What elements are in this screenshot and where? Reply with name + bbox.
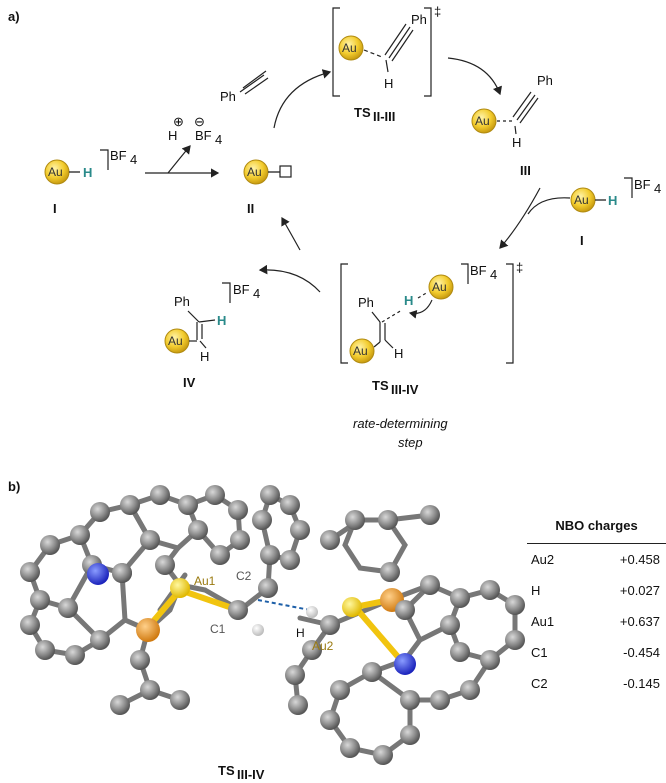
svg-text:H: H	[168, 128, 177, 143]
label-III: III	[520, 163, 531, 178]
svg-text:BF: BF	[195, 128, 212, 143]
svg-text:TS: TS	[372, 378, 389, 393]
ts-III-IV: ‡ Ph H Au BF 4 Au H TS III-IV rate-deter…	[340, 260, 523, 450]
svg-text:H: H	[404, 293, 413, 308]
svg-text:H: H	[200, 349, 209, 364]
atom-label-au2: Au2	[312, 639, 334, 653]
svg-text:TS: TS	[354, 105, 371, 120]
complex-I-left: Au H BF 4 I	[44, 148, 137, 216]
phenylacetylene: Ph	[220, 70, 269, 104]
label-I-right: I	[580, 233, 584, 248]
svg-text:Ph: Ph	[220, 89, 236, 104]
complex-II: Au II	[243, 159, 292, 216]
svg-text:‡: ‡	[516, 260, 523, 275]
label-IV: IV	[183, 375, 196, 390]
label-I-left: I	[53, 201, 57, 216]
svg-text:Ph: Ph	[537, 73, 553, 88]
table-row: Au2+0.458	[531, 552, 660, 567]
svg-text:BF: BF	[634, 177, 651, 192]
svg-text:Ph: Ph	[411, 12, 427, 27]
nbo-charges-table: NBO charges Au2+0.458 H+0.027 Au1+0.637 …	[527, 510, 666, 699]
svg-text:Au: Au	[432, 280, 447, 294]
atom-label-c2: C2	[236, 569, 252, 583]
svg-text:Ph: Ph	[358, 295, 374, 310]
rds-line1: rate-determining	[353, 416, 448, 431]
svg-text:Au: Au	[48, 165, 63, 179]
svg-text:Ph: Ph	[174, 294, 190, 309]
svg-text:4: 4	[215, 132, 222, 147]
svg-text:H: H	[512, 135, 521, 150]
arrow-I-joining	[527, 197, 571, 215]
svg-text:BF: BF	[110, 148, 127, 163]
svg-text:Au: Au	[168, 334, 183, 348]
svg-text:4: 4	[654, 181, 661, 196]
label-II: II	[247, 201, 254, 216]
svg-text:H: H	[384, 76, 393, 91]
arrow-TS1-to-III	[447, 57, 502, 96]
panel-a-label: a)	[8, 9, 20, 24]
table-row: C2-0.145	[531, 676, 660, 691]
svg-text:H: H	[83, 165, 92, 180]
caption-ts-sub: III-IV	[237, 767, 265, 782]
hbf4-byproduct: ⊕ ⊖ H BF 4	[168, 114, 222, 147]
svg-text:⊕: ⊕	[173, 114, 184, 129]
svg-text:Au: Au	[342, 41, 357, 55]
svg-text:4: 4	[253, 286, 260, 301]
arrow-TS2-to-IV	[258, 264, 321, 293]
svg-text:H: H	[394, 346, 403, 361]
svg-text:BF: BF	[233, 282, 250, 297]
svg-text:Au: Au	[574, 193, 589, 207]
table-row: C1-0.454	[531, 645, 660, 660]
svg-text:BF: BF	[470, 263, 487, 278]
svg-text:⊖: ⊖	[194, 114, 205, 129]
complex-III: Au H Ph III	[471, 73, 553, 178]
ts-II-III: ‡ Au H Ph TS II-III	[332, 4, 441, 124]
atom-label-c1: C1	[210, 622, 226, 636]
svg-text:II-III: II-III	[373, 109, 395, 124]
svg-text:Au: Au	[353, 344, 368, 358]
arrow-release-HBF4	[167, 145, 191, 174]
svg-text:H: H	[608, 193, 617, 208]
atom-label-h: H	[296, 626, 305, 640]
svg-text:4: 4	[490, 267, 497, 282]
svg-text:4: 4	[130, 152, 137, 167]
nbo-table-title: NBO charges	[527, 510, 666, 544]
arrow-to-II	[281, 216, 301, 251]
complex-I-right: Au H BF 4 I	[570, 177, 661, 248]
molecular-structure: Au1 C2 C1 H Au2	[20, 485, 525, 765]
complex-IV: Ph H Au H BF 4 IV	[164, 282, 260, 390]
svg-text:H: H	[217, 313, 226, 328]
svg-text:III-IV: III-IV	[391, 382, 419, 397]
arrow-II-to-TS1	[273, 69, 332, 129]
svg-text:‡: ‡	[434, 4, 441, 19]
rds-line2: step	[398, 435, 423, 450]
caption-ts-main: TS	[218, 763, 235, 778]
panel-b-label: b)	[8, 479, 20, 494]
table-row: Au1+0.637	[531, 614, 660, 629]
atom-label-au1: Au1	[194, 574, 216, 588]
arrow-III-to-TS2	[499, 187, 541, 249]
table-row: H+0.027	[531, 583, 660, 598]
svg-text:Au: Au	[247, 165, 262, 179]
svg-text:Au: Au	[475, 114, 490, 128]
